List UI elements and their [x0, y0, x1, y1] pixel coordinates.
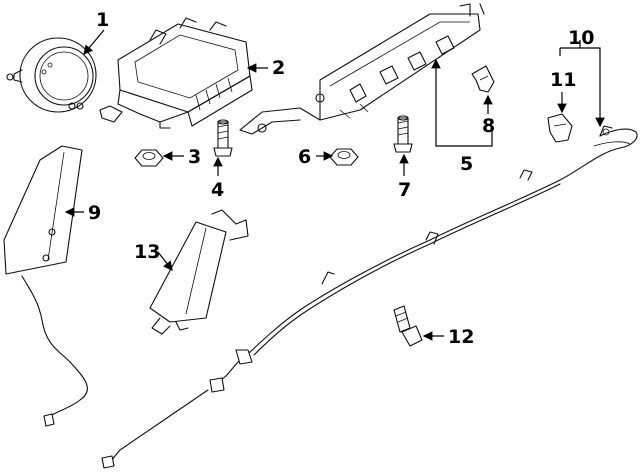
part-driver-airbag	[6, 37, 97, 113]
callout-8: 8	[482, 115, 495, 137]
part-side-airbag	[3, 145, 88, 427]
leader-5	[435, 62, 493, 147]
callout-2: 2	[272, 57, 285, 79]
callout-11: 11	[550, 69, 576, 91]
part-clip-8	[471, 65, 495, 93]
callout-13: 13	[134, 241, 160, 263]
callout-7: 7	[398, 179, 411, 201]
leader-1	[83, 29, 105, 55]
callout-9: 9	[88, 202, 101, 224]
leader-10	[560, 47, 601, 124]
part-bracket-assembly	[239, 3, 485, 135]
callout-12: 12	[448, 326, 474, 348]
part-knee-airbag	[149, 209, 249, 335]
part-nut-3	[134, 149, 164, 167]
callout-6: 6	[298, 146, 311, 168]
callout-4: 4	[211, 179, 224, 201]
callout-5: 5	[460, 153, 473, 175]
leader-lines	[64, 29, 605, 341]
callout-labels: 1 2 3 4 5 6 7 8 9 10 11 12 13	[88, 9, 594, 348]
leader-13	[157, 251, 173, 271]
part-clip-11	[547, 113, 573, 143]
part-bolt-7	[393, 115, 413, 153]
callout-3: 3	[188, 146, 201, 168]
part-curtain-airbag	[101, 125, 638, 469]
part-bolt-12	[393, 305, 423, 347]
part-passenger-airbag	[99, 17, 253, 129]
callout-10: 10	[568, 27, 594, 49]
callout-1: 1	[96, 9, 109, 31]
part-nut-6	[329, 148, 359, 166]
part-bolt-4	[213, 119, 233, 157]
